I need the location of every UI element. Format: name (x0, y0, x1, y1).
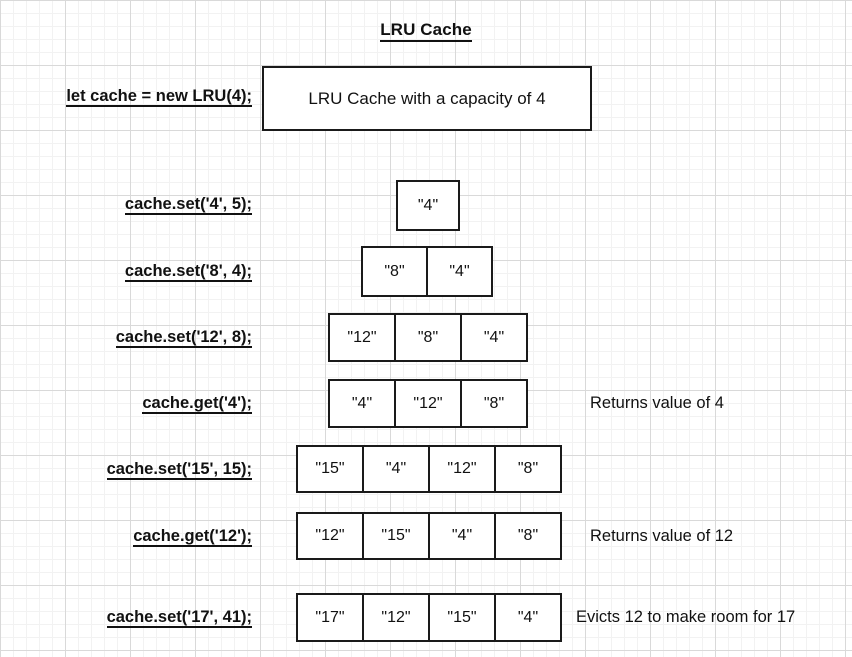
row-label-step-6-text: cache.get('12'); (133, 527, 252, 547)
cache-state-step-2: "8" "4" (361, 246, 493, 297)
cache-cell: "8" (494, 512, 562, 560)
cache-cell: "4" (362, 445, 430, 493)
cache-cell: "17" (296, 593, 364, 642)
cache-cell: "8" (460, 379, 528, 428)
row-label-step-4-text: cache.get('4'); (142, 394, 252, 414)
note-step-7: Evicts 12 to make room for 17 (576, 608, 796, 626)
note-step-4: Returns value of 4 (590, 394, 724, 412)
cache-cell: "15" (296, 445, 364, 493)
cache-cell: "12" (328, 313, 396, 362)
row-label-step-2-text: cache.set('8', 4); (124, 262, 252, 282)
row-label-step-7-text: cache.set('17', 41); (106, 608, 252, 628)
row-label-step-5: cache.set('15', 15); (0, 460, 252, 480)
row-label-step-5-text: cache.set('15', 15); (106, 460, 252, 480)
cache-cell: "4" (426, 246, 493, 297)
row-label-step-1: cache.set('4', 5); (0, 195, 252, 215)
page-title-text: LRU Cache (380, 20, 472, 42)
cache-cell: "12" (362, 593, 430, 642)
cache-state-step-3: "12" "8" "4" (328, 313, 528, 362)
capacity-box: LRU Cache with a capacity of 4 (262, 66, 592, 131)
row-label-init: let cache = new LRU(4); (0, 87, 252, 107)
note-step-6: Returns value of 12 (590, 527, 734, 545)
cache-cell: "12" (296, 512, 364, 560)
cache-cell: "8" (494, 445, 562, 493)
capacity-box-text: LRU Cache with a capacity of 4 (308, 88, 546, 108)
row-label-step-2: cache.set('8', 4); (0, 262, 252, 282)
cache-cell: "4" (460, 313, 528, 362)
cache-state-step-5: "15" "4" "12" "8" (296, 445, 562, 493)
cache-cell: "12" (428, 445, 496, 493)
row-label-init-text: let cache = new LRU(4); (66, 87, 252, 107)
row-label-step-1-text: cache.set('4', 5); (124, 195, 252, 215)
cache-cell: "15" (428, 593, 496, 642)
cache-state-step-4: "4" "12" "8" (328, 379, 528, 428)
cache-cell: "4" (494, 593, 562, 642)
cache-state-step-6: "12" "15" "4" "8" (296, 512, 562, 560)
cache-state-step-7: "17" "12" "15" "4" (296, 593, 562, 642)
cache-cell: "4" (396, 180, 460, 231)
cache-cell: "4" (428, 512, 496, 560)
cache-cell: "15" (362, 512, 430, 560)
cache-cell: "8" (361, 246, 428, 297)
row-label-step-3: cache.set('12', 8); (0, 328, 252, 348)
cache-cell: "12" (394, 379, 462, 428)
row-label-step-4: cache.get('4'); (0, 394, 252, 414)
row-label-step-3-text: cache.set('12', 8); (115, 328, 252, 348)
cache-cell: "8" (394, 313, 462, 362)
row-label-step-6: cache.get('12'); (0, 527, 252, 547)
cache-state-step-1: "4" (396, 180, 460, 231)
row-label-step-7: cache.set('17', 41); (0, 608, 252, 628)
page-title: LRU Cache (0, 20, 852, 42)
cache-cell: "4" (328, 379, 396, 428)
